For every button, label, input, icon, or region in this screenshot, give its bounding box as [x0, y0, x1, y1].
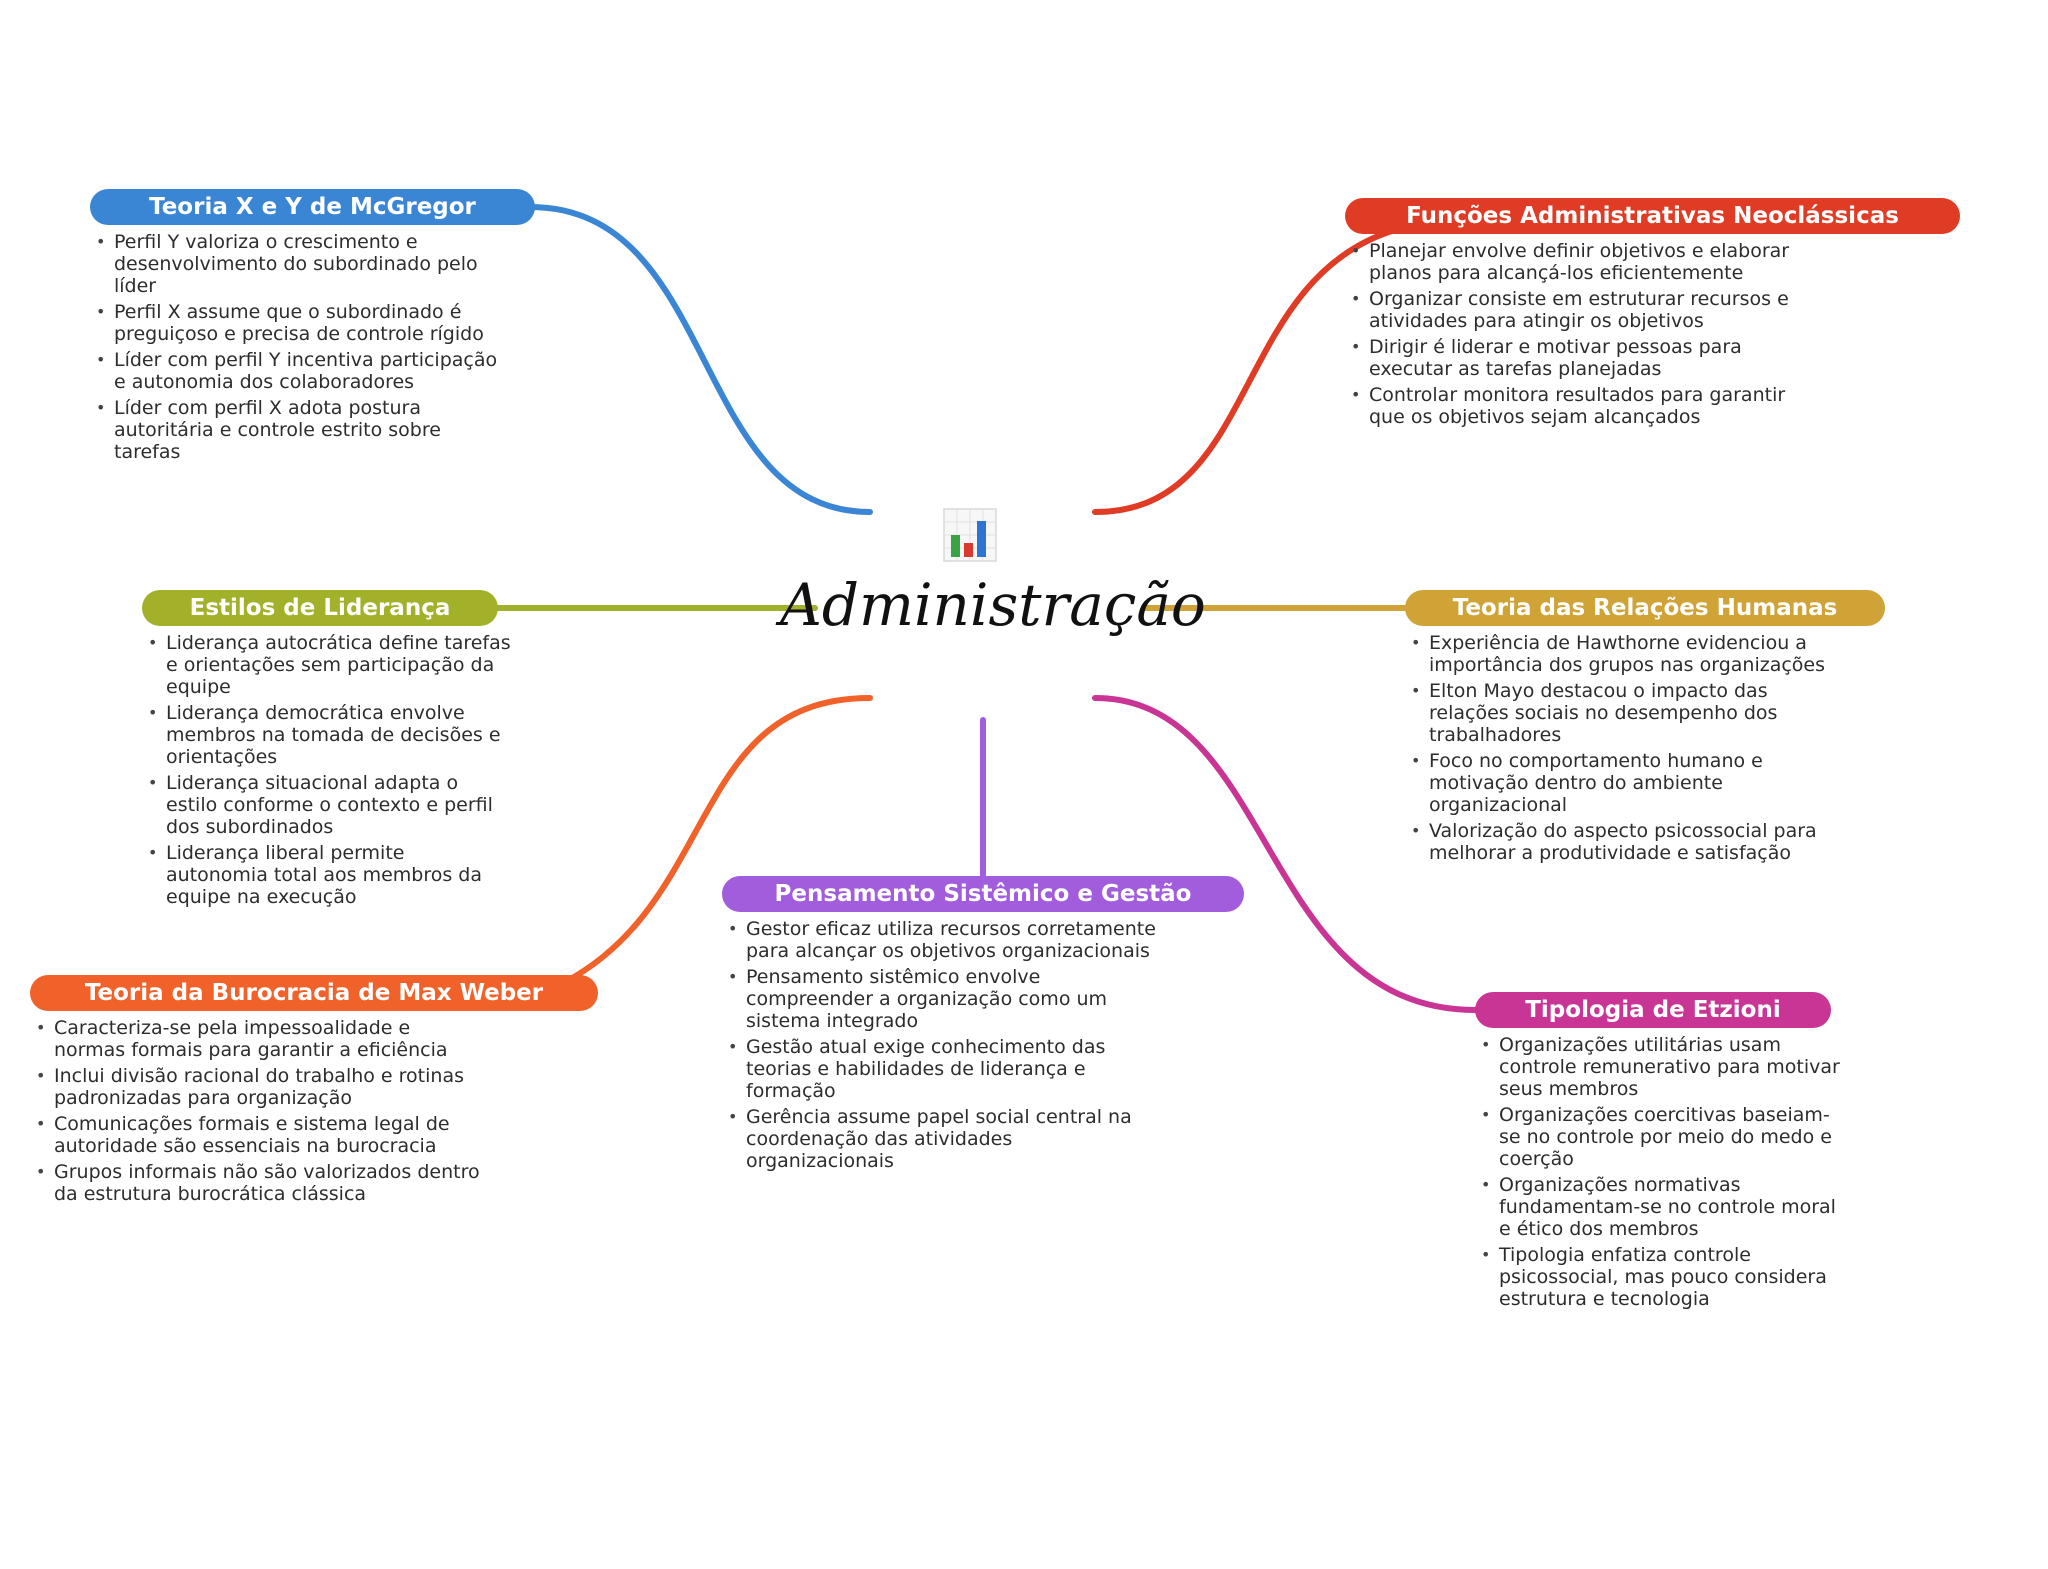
list-item: Comunicações formais e sistema legal de …: [30, 1113, 480, 1157]
topic-pill-relacoes[interactable]: Teoria das Relações Humanas: [1405, 590, 1885, 626]
list-item: Gestão atual exige conhecimento das teor…: [722, 1036, 1162, 1102]
branch-burocracia: Teoria da Burocracia de Max Weber Caract…: [30, 975, 630, 1209]
topic-pill-lideranca[interactable]: Estilos de Liderança: [142, 590, 498, 626]
list-item: Liderança democrática envolve membros na…: [142, 702, 512, 768]
list-item: Experiência de Hawthorne evidenciou a im…: [1405, 632, 1825, 676]
branch-neoclassicas: Funções Administrativas Neoclássicas Pla…: [1345, 198, 1965, 432]
topic-pill-burocracia[interactable]: Teoria da Burocracia de Max Weber: [30, 975, 598, 1011]
topic-list-etzioni: Organizações utilitárias usam controle r…: [1475, 1034, 1845, 1310]
list-item: Grupos informais não são valorizados den…: [30, 1161, 480, 1205]
branch-mcgregor: Teoria X e Y de McGregor Perfil Y valori…: [90, 189, 550, 467]
topic-list-mcgregor: Perfil Y valoriza o crescimento e desenv…: [90, 231, 500, 463]
chart-icon: [940, 505, 1000, 565]
list-item: Organizações normativas fundamentam-se n…: [1475, 1174, 1845, 1240]
topic-list-neoclassicas: Planejar envolve definir objetivos e ela…: [1345, 240, 1825, 428]
list-item: Pensamento sistêmico envolve compreender…: [722, 966, 1162, 1032]
topic-pill-etzioni[interactable]: Tipologia de Etzioni: [1475, 992, 1831, 1028]
connector-neoclassicas: [1092, 227, 1398, 515]
connector-mcgregor: [527, 204, 873, 515]
connector-etzioni: [1092, 695, 1478, 1013]
list-item: Caracteriza-se pela impessoalidade e nor…: [30, 1017, 480, 1061]
list-item: Perfil Y valoriza o crescimento e desenv…: [90, 231, 500, 297]
list-item: Liderança autocrática define tarefas e o…: [142, 632, 512, 698]
list-item: Tipologia enfatiza controle psicossocial…: [1475, 1244, 1845, 1310]
list-item: Líder com perfil X adota postura autorit…: [90, 397, 500, 463]
connector-burocracia: [562, 695, 873, 985]
list-item: Organizar consiste em estruturar recurso…: [1345, 288, 1825, 332]
list-item: Gerência assume papel social central na …: [722, 1106, 1162, 1172]
topic-list-burocracia: Caracteriza-se pela impessoalidade e nor…: [30, 1017, 480, 1205]
list-item: Liderança liberal permite autonomia tota…: [142, 842, 512, 908]
list-item: Organizações utilitárias usam controle r…: [1475, 1034, 1845, 1100]
branch-lideranca: Estilos de Liderança Liderança autocráti…: [142, 590, 542, 912]
list-item: Controlar monitora resultados para garan…: [1345, 384, 1825, 428]
topic-list-sistemico: Gestor eficaz utiliza recursos corretame…: [722, 918, 1162, 1172]
branch-relacoes: Teoria das Relações Humanas Experiência …: [1405, 590, 1885, 868]
topic-list-lideranca: Liderança autocrática define tarefas e o…: [142, 632, 512, 908]
branch-sistemico: Pensamento Sistêmico e Gestão Gestor efi…: [722, 876, 1262, 1176]
list-item: Inclui divisão racional do trabalho e ro…: [30, 1065, 480, 1109]
list-item: Gestor eficaz utiliza recursos corretame…: [722, 918, 1162, 962]
list-item: Dirigir é liderar e motivar pessoas para…: [1345, 336, 1825, 380]
topic-pill-sistemico[interactable]: Pensamento Sistêmico e Gestão: [722, 876, 1244, 912]
list-item: Valorização do aspecto psicossocial para…: [1405, 820, 1825, 864]
topic-pill-neoclassicas[interactable]: Funções Administrativas Neoclássicas: [1345, 198, 1960, 234]
list-item: Líder com perfil Y incentiva participaçã…: [90, 349, 500, 393]
list-item: Organizações coercitivas baseiam-se no c…: [1475, 1104, 1845, 1170]
list-item: Perfil X assume que o subordinado é preg…: [90, 301, 500, 345]
list-item: Planejar envolve definir objetivos e ela…: [1345, 240, 1825, 284]
topic-pill-mcgregor[interactable]: Teoria X e Y de McGregor: [90, 189, 535, 225]
topic-list-relacoes: Experiência de Hawthorne evidenciou a im…: [1405, 632, 1825, 864]
central-topic: Administração: [780, 571, 1206, 639]
list-item: Elton Mayo destacou o impacto das relaçõ…: [1405, 680, 1825, 746]
list-item: Foco no comportamento humano e motivação…: [1405, 750, 1825, 816]
list-item: Liderança situacional adapta o estilo co…: [142, 772, 512, 838]
branch-etzioni: Tipologia de Etzioni Organizações utilit…: [1475, 992, 1875, 1314]
